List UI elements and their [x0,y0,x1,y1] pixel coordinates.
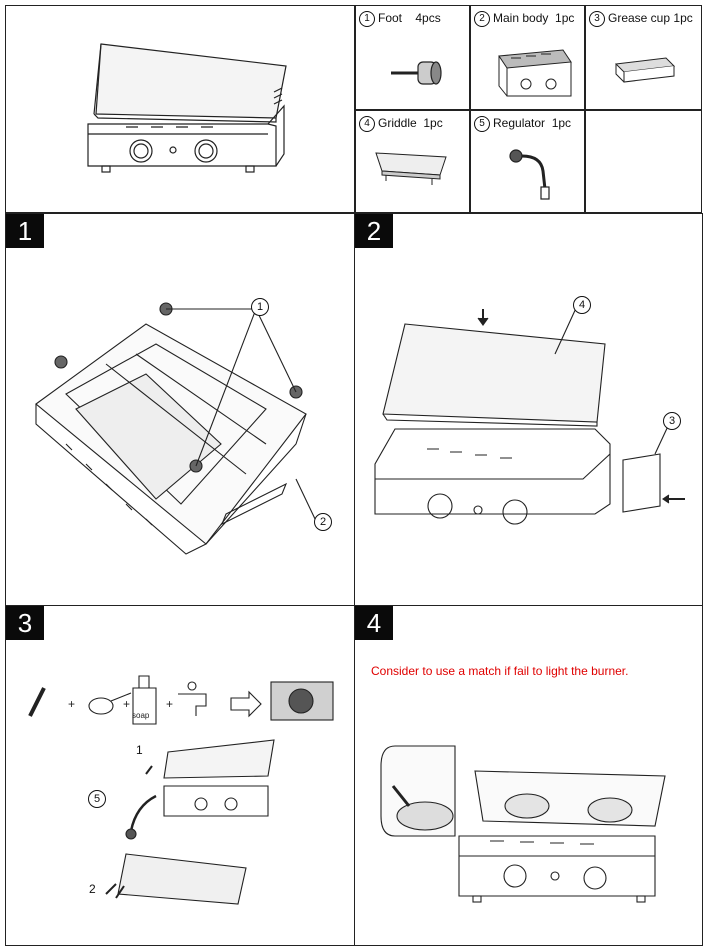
step-3-callout-body: 2 [89,882,96,896]
step-1-label: 1 [6,214,44,248]
svg-text:+: + [68,697,75,711]
step-3-callout-regulator: 5 [88,790,106,808]
part-qty-4: 1pc [423,116,443,131]
part-name-4: Griddle [378,116,417,131]
step-4-panel: 4 Consider to use a match if fail to lig… [354,605,703,946]
griddle-icon [375,152,447,185]
part-qty-1: 4pcs [415,11,441,26]
part-qty-2: 1pc [555,11,575,26]
step-1-panel: 1 1 2 [5,213,355,606]
part-number-5: 5 [474,116,490,132]
step-1-illustration [35,302,317,555]
part-cell-empty [585,110,702,213]
soap-bottle-label: soap [132,711,150,720]
step-4-illustration [380,745,666,903]
part-number-4: 4 [359,116,375,132]
step-3-illustration: + + + soap [28,675,334,905]
step-3-panel: 3 + + + soap 1 5 2 [5,605,355,946]
part-number-2: 2 [474,11,490,27]
step-2-panel: 2 4 3 [354,213,703,606]
part-name-3: Grease cup [608,11,671,26]
grease-cup-icon [614,57,676,83]
part-number-3: 3 [589,11,605,27]
step-3-label: 3 [6,606,44,640]
assembled-grill-illustration [87,43,287,173]
svg-text:+: + [123,697,130,711]
step-1-callout-body: 2 [314,513,332,531]
part-number-1: 1 [359,11,375,27]
part-name-5: Regulator [493,116,546,131]
foot-icon [391,61,442,85]
step-2-callout-griddle: 4 [573,296,591,314]
step-2-callout-grease-cup: 3 [663,412,681,430]
main-body-icon [498,49,572,97]
part-qty-5: 1pc [551,116,572,131]
step-4-note: Consider to use a match if fail to light… [371,664,629,678]
part-name-2: Main body [493,11,549,26]
step-2-illustration [374,305,685,525]
svg-text:+: + [166,697,173,711]
step-3-callout-foot: 1 [136,743,143,757]
overview-panel [5,5,355,213]
step-4-label: 4 [355,606,393,640]
part-name-1: Foot [378,11,403,26]
step-2-label: 2 [355,214,393,248]
step-1-callout-foot: 1 [251,298,269,316]
regulator-icon [509,149,550,200]
part-qty-3: 1pc [673,11,693,26]
